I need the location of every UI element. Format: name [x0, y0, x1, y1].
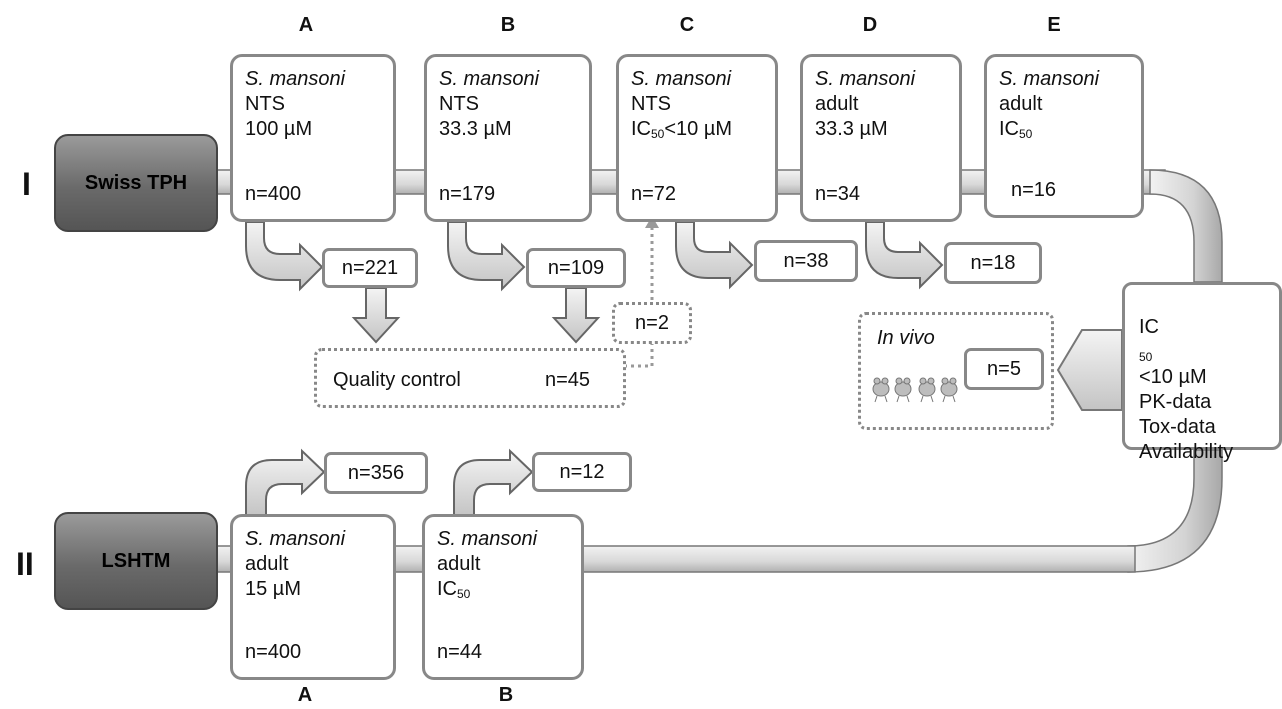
dropout-arrows-II [245, 448, 534, 517]
column-label-bottom-a: A [297, 684, 313, 706]
compound-count: n=16 [1011, 179, 1057, 201]
species: S. mansoni [245, 68, 346, 90]
stage-type: NTS [631, 93, 671, 115]
in-vivo-count: n=5 [964, 348, 1044, 390]
lab-lshtm: LSHTM [54, 512, 218, 610]
compound-count: n=72 [631, 183, 677, 205]
species: S. mansoni [245, 528, 346, 550]
quality-control-label: Quality control [333, 369, 461, 391]
dropout-count-i-b: n=109 [526, 248, 626, 288]
row-label-i: I [22, 166, 31, 202]
dropout-count-i-c: n=38 [754, 240, 858, 282]
compound-count: n=400 [245, 641, 302, 663]
stage-type: adult [437, 553, 481, 575]
stage-box-i-c: S. mansoni NTS IC50<10 µM n=72 [616, 54, 778, 222]
compound-count: n=179 [439, 183, 496, 205]
stage-box-i-a: S. mansoni NTS 100 µM n=400 [230, 54, 396, 222]
stage-box-i-b: S. mansoni NTS 33.3 µM n=179 [424, 54, 592, 222]
in-vivo-label: In vivo [877, 327, 935, 349]
qc-returned-count: n=2 [612, 302, 692, 344]
qc-arrows [351, 287, 601, 344]
compound-count: n=34 [815, 183, 861, 205]
row-label-ii: II [16, 546, 34, 582]
species: S. mansoni [631, 68, 732, 90]
stage-box-ii-b: S. mansoni adult IC50 n=44 [422, 514, 584, 680]
dropout-count-i-d: n=18 [944, 242, 1042, 284]
stage-box-i-d: S. mansoni adult 33.3 µM n=34 [800, 54, 962, 222]
concentration: IC50<10 µM [631, 118, 733, 141]
criteria-arrow [1056, 329, 1123, 411]
criteria-availability: Availability [1139, 441, 1234, 463]
stage-type: adult [999, 93, 1043, 115]
column-label-e: E [1047, 14, 1061, 36]
lab-lshtm-label: LSHTM [101, 549, 171, 572]
criteria-tox-data: Tox-data [1139, 416, 1216, 438]
column-label-d: D [862, 14, 878, 36]
species: S. mansoni [437, 528, 538, 550]
concentration: 33.3 µM [439, 118, 512, 140]
stage-type: NTS [439, 93, 479, 115]
column-label-c: C [679, 14, 695, 36]
compound-count: n=400 [245, 183, 302, 205]
dropout-count-ii-a: n=356 [324, 452, 428, 494]
concentration: IC50 [999, 118, 1033, 141]
stage-box-i-e: S. mansoni adult IC50 n=16 [984, 54, 1144, 218]
stage-type: adult [815, 93, 859, 115]
lab-swiss-tph: Swiss TPH [54, 134, 218, 232]
qc-returned-count-label: n=2 [635, 311, 669, 334]
species: S. mansoni [815, 68, 916, 90]
species: S. mansoni [439, 68, 540, 90]
stage-type: adult [245, 553, 289, 575]
dropout-arrows-I [245, 221, 944, 292]
compound-count: n=44 [437, 641, 483, 663]
species: S. mansoni [999, 68, 1100, 90]
concentration: IC50 [437, 578, 471, 601]
stage-type: NTS [245, 93, 285, 115]
concentration: 15 µM [245, 578, 301, 600]
criteria-pk-data: PK-data [1139, 391, 1212, 413]
column-label-a: A [298, 14, 314, 36]
lab-swiss-tph-label: Swiss TPH [84, 171, 188, 194]
concentration: 100 µM [245, 118, 313, 140]
concentration: 33.3 µM [815, 118, 888, 140]
column-label-b: B [500, 14, 516, 36]
dropout-count-ii-b: n=12 [532, 452, 632, 492]
quality-control-count: n=45 [545, 369, 591, 391]
column-label-bottom-b: B [498, 684, 514, 706]
stage-box-ii-a: S. mansoni adult 15 µM n=400 [230, 514, 396, 680]
qc-return-arrowhead [645, 216, 659, 228]
mouse-icon [872, 377, 958, 403]
quality-control-box: Quality control n=45 [314, 348, 626, 408]
dropout-count-i-a: n=221 [322, 248, 418, 288]
qc-return-path [624, 226, 654, 368]
